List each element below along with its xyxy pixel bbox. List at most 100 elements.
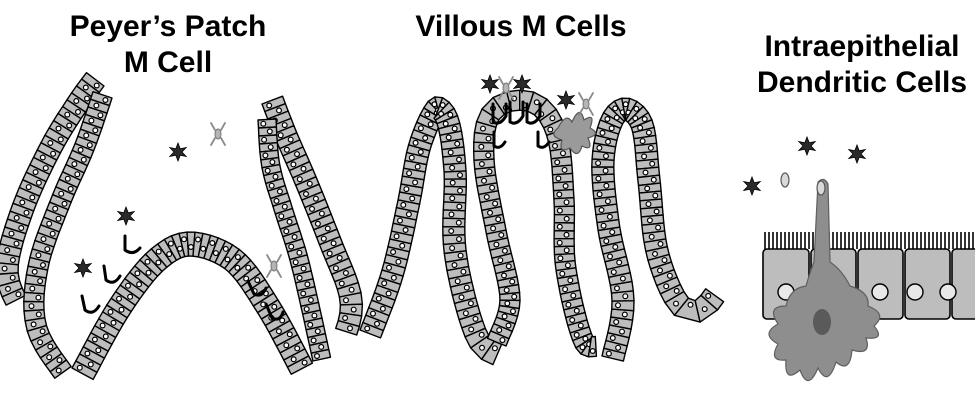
nucleus bbox=[481, 126, 486, 131]
nucleus bbox=[100, 323, 105, 328]
nucleus bbox=[349, 287, 354, 292]
antigen-particle-icon bbox=[781, 173, 789, 187]
nucleus bbox=[608, 214, 613, 219]
nucleus bbox=[658, 268, 663, 273]
dendritic-cell-nucleus bbox=[813, 309, 831, 335]
nucleus bbox=[561, 151, 566, 156]
nucleus bbox=[48, 141, 53, 146]
nucleus bbox=[500, 338, 505, 343]
nucleus bbox=[41, 237, 46, 242]
nucleus bbox=[117, 296, 122, 301]
nucleus bbox=[284, 343, 289, 348]
nucleus bbox=[62, 201, 67, 206]
nucleus bbox=[29, 304, 34, 309]
antigen-icon bbox=[558, 91, 574, 109]
nucleus bbox=[74, 99, 79, 104]
nucleus bbox=[137, 282, 142, 287]
nucleus bbox=[30, 195, 35, 200]
nucleus bbox=[145, 259, 150, 264]
nucleus bbox=[334, 266, 339, 271]
nucleus bbox=[409, 155, 414, 160]
nucleus bbox=[590, 349, 595, 354]
nucleus bbox=[650, 161, 655, 166]
nucleus bbox=[403, 228, 408, 233]
nucleus bbox=[564, 248, 569, 253]
nucleus bbox=[14, 241, 19, 246]
nucleus bbox=[16, 292, 21, 297]
nucleus bbox=[448, 112, 453, 117]
nucleus bbox=[38, 279, 43, 284]
nucleus bbox=[278, 133, 283, 138]
nucleus bbox=[98, 113, 103, 118]
nucleus bbox=[292, 235, 297, 240]
villous-epithelium bbox=[360, 90, 724, 364]
nucleus bbox=[263, 153, 268, 158]
nucleus bbox=[19, 226, 24, 231]
nucleus bbox=[315, 329, 320, 334]
nucleus bbox=[94, 83, 99, 88]
nucleus bbox=[469, 301, 474, 306]
nucleus bbox=[6, 287, 11, 292]
nucleus bbox=[135, 271, 140, 276]
nucleus bbox=[484, 195, 489, 200]
nucleus bbox=[285, 147, 290, 152]
nucleus bbox=[58, 137, 63, 142]
nucleus bbox=[182, 237, 187, 242]
nucleus bbox=[605, 117, 610, 122]
nucleus bbox=[510, 279, 515, 284]
nucleus bbox=[458, 188, 463, 193]
nucleus bbox=[499, 233, 504, 238]
nucleus bbox=[14, 216, 19, 221]
nucleus bbox=[268, 145, 273, 150]
nucleus bbox=[381, 306, 386, 311]
nucleus bbox=[611, 270, 616, 275]
nucleus bbox=[578, 323, 583, 328]
nucleus bbox=[45, 247, 50, 252]
nucleus bbox=[321, 236, 326, 241]
nucleus bbox=[643, 170, 648, 175]
nucleus bbox=[43, 166, 48, 171]
nucleus bbox=[30, 286, 35, 291]
nucleus bbox=[563, 184, 568, 189]
nucleus bbox=[620, 329, 625, 334]
nucleus bbox=[455, 141, 460, 146]
nucleus bbox=[410, 196, 415, 201]
nucleus bbox=[278, 189, 283, 194]
nucleus bbox=[428, 122, 433, 127]
nucleus bbox=[146, 270, 151, 275]
nucleus bbox=[351, 307, 356, 312]
nucleus bbox=[93, 128, 98, 133]
nucleus bbox=[653, 193, 658, 198]
nucleus bbox=[562, 168, 567, 173]
nucleus bbox=[32, 269, 37, 274]
nucleus bbox=[78, 148, 83, 153]
nucleus bbox=[651, 177, 656, 182]
nucleus bbox=[282, 123, 287, 128]
nucleus bbox=[506, 264, 511, 269]
nucleus bbox=[597, 192, 602, 197]
nucleus bbox=[604, 239, 609, 244]
nucleus bbox=[308, 322, 313, 327]
nucleus bbox=[9, 231, 14, 236]
panel-2-title: Villous M Cells bbox=[415, 10, 626, 43]
nucleus bbox=[365, 326, 370, 331]
nucleus bbox=[337, 256, 342, 261]
nucleus bbox=[343, 316, 348, 321]
nucleus bbox=[156, 260, 161, 265]
nucleus bbox=[486, 136, 491, 141]
nucleus bbox=[656, 225, 661, 230]
panel-3-title-line-2: Dendritic Cells bbox=[757, 66, 967, 99]
nucleus bbox=[557, 192, 562, 197]
nucleus bbox=[940, 284, 956, 300]
nucleus bbox=[404, 187, 409, 192]
nucleus bbox=[407, 212, 412, 217]
nucleus bbox=[307, 181, 312, 186]
antigen-icon bbox=[118, 207, 134, 225]
nucleus bbox=[24, 210, 29, 215]
nucleus bbox=[459, 295, 464, 300]
nucleus bbox=[382, 281, 387, 286]
nucleus bbox=[448, 150, 453, 155]
nucleus bbox=[556, 176, 561, 181]
nucleus bbox=[67, 123, 72, 128]
nucleus bbox=[482, 178, 487, 183]
